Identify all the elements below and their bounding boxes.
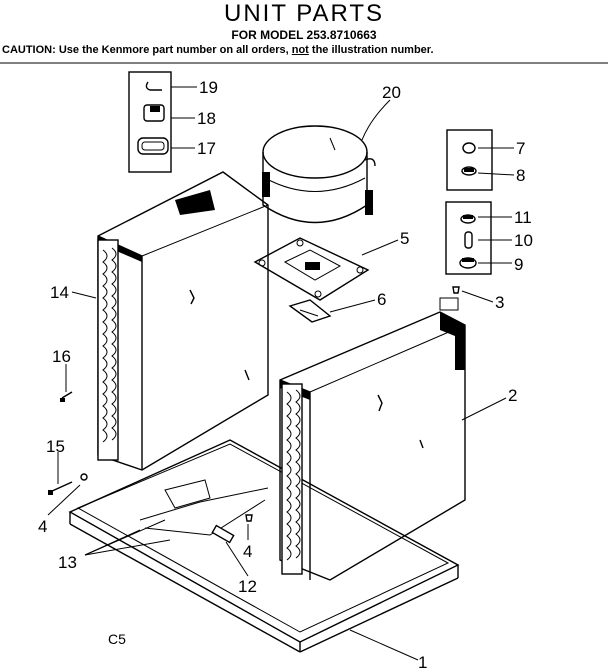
caution-label: CAUTION: (2, 44, 56, 56)
callout-7: 7 (516, 139, 525, 158)
diagram-title: UNIT PARTS (223, 0, 385, 27)
callout-6: 6 (377, 290, 386, 309)
model-line: FOR MODEL 253.8710663 (231, 28, 377, 42)
callout-4-left: 4 (38, 517, 47, 536)
callout-9: 9 (514, 255, 523, 274)
callout-19: 19 (199, 78, 218, 97)
kit-box-7-8 (446, 129, 493, 191)
callout-10: 10 (514, 231, 533, 250)
callout-3: 3 (495, 293, 504, 312)
kit-box-17-19 (128, 71, 172, 173)
callout-14: 14 (50, 283, 69, 302)
base-pan-drawing (68, 439, 460, 653)
caution-emphasis: not (291, 44, 309, 56)
compressor-drawing (262, 125, 376, 224)
caution-note: CAUTION: Use the Kenmore part number on … (2, 44, 606, 56)
caution-text-pre: Use the Kenmore part number on all order… (55, 44, 292, 56)
right-coil-drawing (279, 297, 466, 581)
callout-15: 15 (46, 437, 65, 456)
fasteners-drawing (48, 286, 460, 544)
leader-lines (47, 86, 515, 661)
callout-18: 18 (197, 109, 216, 128)
page-code: C5 (108, 631, 126, 647)
kit-box-9-11 (445, 201, 492, 275)
mounting-plate-drawing (253, 237, 370, 301)
callout-1: 1 (418, 653, 427, 670)
callout-20: 20 (382, 83, 401, 102)
callout-12: 12 (238, 577, 257, 596)
callout-4-center: 4 (243, 542, 252, 561)
callout-17: 17 (197, 139, 216, 158)
callout-16: 16 (52, 347, 71, 366)
callout-13: 13 (58, 553, 77, 572)
bracket-drawing (288, 299, 332, 323)
callout-2: 2 (508, 386, 517, 405)
callout-5: 5 (400, 229, 409, 248)
caution-text-post: the illustration number. (308, 44, 434, 56)
callout-11: 11 (514, 208, 532, 227)
left-coil-drawing (97, 171, 269, 471)
callout-8: 8 (516, 166, 525, 185)
